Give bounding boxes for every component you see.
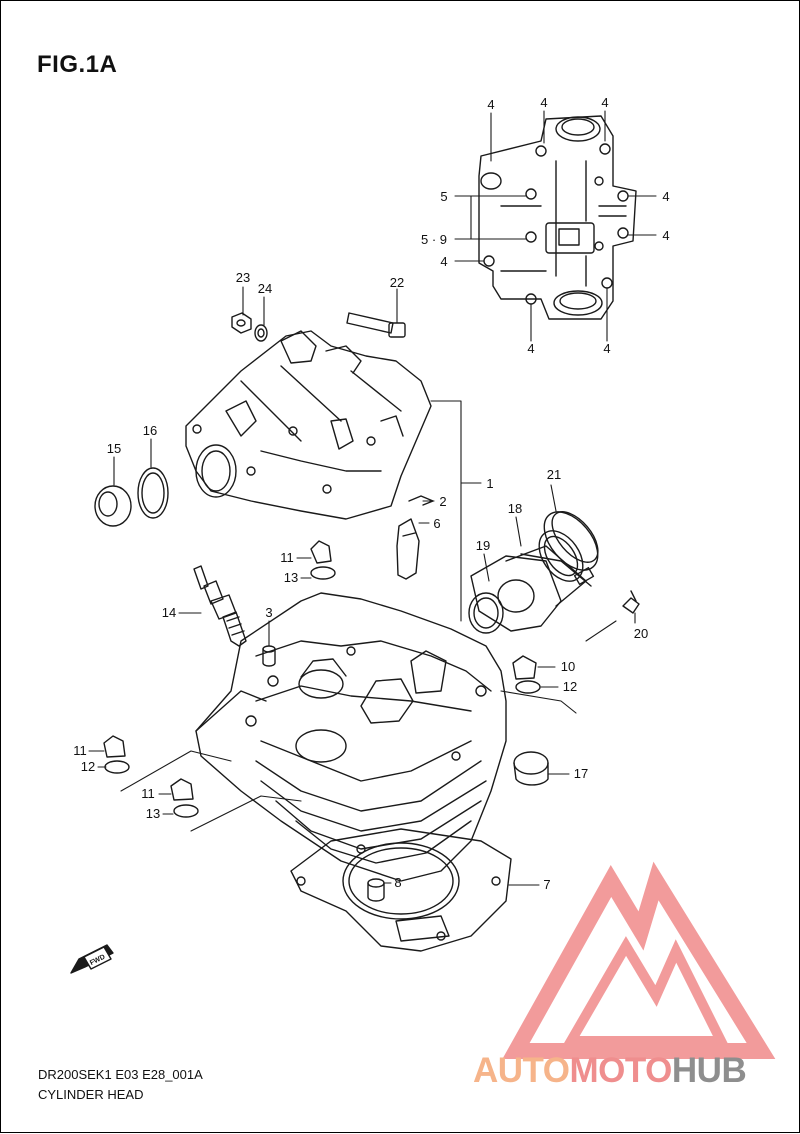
cover-callout-bottom-2: 4 <box>603 341 610 356</box>
callout-numbers: 1 2 6 3 21 18 19 20 23 24 22 15 16 14 11… <box>73 95 669 967</box>
callout-12-a: 12 <box>563 679 577 694</box>
callout-11-c: 11 <box>141 786 155 801</box>
callout-17: 17 <box>574 766 588 781</box>
callout-11-a: 11 <box>280 550 294 565</box>
guide-6 <box>396 518 420 580</box>
cover-callout-right-2: 4 <box>662 228 669 243</box>
bolt-22 <box>346 312 406 338</box>
watermark-text: AUTOMOTOHUB <box>473 1051 747 1091</box>
cover-leader-lines <box>454 110 657 342</box>
callout-2: 2 <box>439 494 446 509</box>
cover-callout-top-2: 4 <box>540 95 547 110</box>
diagram-code: DR200SEK1 E03 E28_001A <box>38 1067 203 1082</box>
watermark-moto: MOTO <box>569 1051 673 1090</box>
cover-callout-right-1: 4 <box>662 189 669 204</box>
callout-14: 14 <box>162 605 176 620</box>
callout-6: 6 <box>433 516 440 531</box>
cover-callout-bottom-1: 4 <box>527 341 534 356</box>
callout-22: 22 <box>390 275 404 290</box>
dowel-3 <box>262 645 276 667</box>
diagram-title: CYLINDER HEAD <box>38 1087 144 1102</box>
screw-20 <box>622 590 640 614</box>
nut-23 <box>231 312 252 334</box>
fwd-arrow-icon <box>70 944 114 974</box>
figure-label: FIG.1A <box>37 51 118 78</box>
callout-11-b: 11 <box>73 743 87 758</box>
dowel-8 <box>367 878 385 902</box>
callout-18: 18 <box>508 501 522 516</box>
callout-13-b: 13 <box>146 806 160 821</box>
nut-10 <box>512 655 541 694</box>
callout-1: 1 <box>486 476 493 491</box>
callout-21: 21 <box>547 467 561 482</box>
cover-callout-left-1: 5 <box>440 189 447 204</box>
callout-16: 16 <box>143 423 157 438</box>
cover-callout-left-3: 4 <box>440 254 447 269</box>
leader-lines <box>88 286 636 886</box>
cap-15 <box>94 485 132 527</box>
callout-24: 24 <box>258 281 272 296</box>
cover-callout-top-1: 4 <box>487 97 494 112</box>
clamp-21 <box>543 511 599 586</box>
washer-24 <box>254 324 268 342</box>
callout-23: 23 <box>236 270 250 285</box>
callout-19: 19 <box>476 538 490 553</box>
nut-11-b <box>103 735 130 774</box>
cap-17 <box>513 751 549 786</box>
head-cover <box>478 115 637 320</box>
callout-13-a: 13 <box>284 570 298 585</box>
callout-10: 10 <box>561 659 575 674</box>
clip-2 <box>408 495 434 506</box>
intake-pipe-19 <box>468 545 592 634</box>
callout-7: 7 <box>543 877 550 892</box>
callout-20: 20 <box>634 626 648 641</box>
camshaft-housing <box>185 330 432 520</box>
watermark-auto: AUTO <box>473 1051 570 1090</box>
cylinder-head <box>195 592 507 882</box>
callout-8: 8 <box>394 875 401 890</box>
cover-callout-left-2: 5 · 9 <box>421 232 447 247</box>
callout-3: 3 <box>265 605 272 620</box>
o-ring-16 <box>137 467 169 519</box>
callout-12-b: 12 <box>81 759 95 774</box>
nut-11-c <box>170 778 199 818</box>
cover-callout-top-3: 4 <box>601 95 608 110</box>
spark-plug-14 <box>193 565 247 647</box>
nut-11-a <box>310 540 336 580</box>
watermark-logo <box>502 861 776 1059</box>
gasket-7 <box>290 828 512 952</box>
watermark-hub: HUB <box>671 1051 747 1090</box>
callout-15: 15 <box>107 441 121 456</box>
